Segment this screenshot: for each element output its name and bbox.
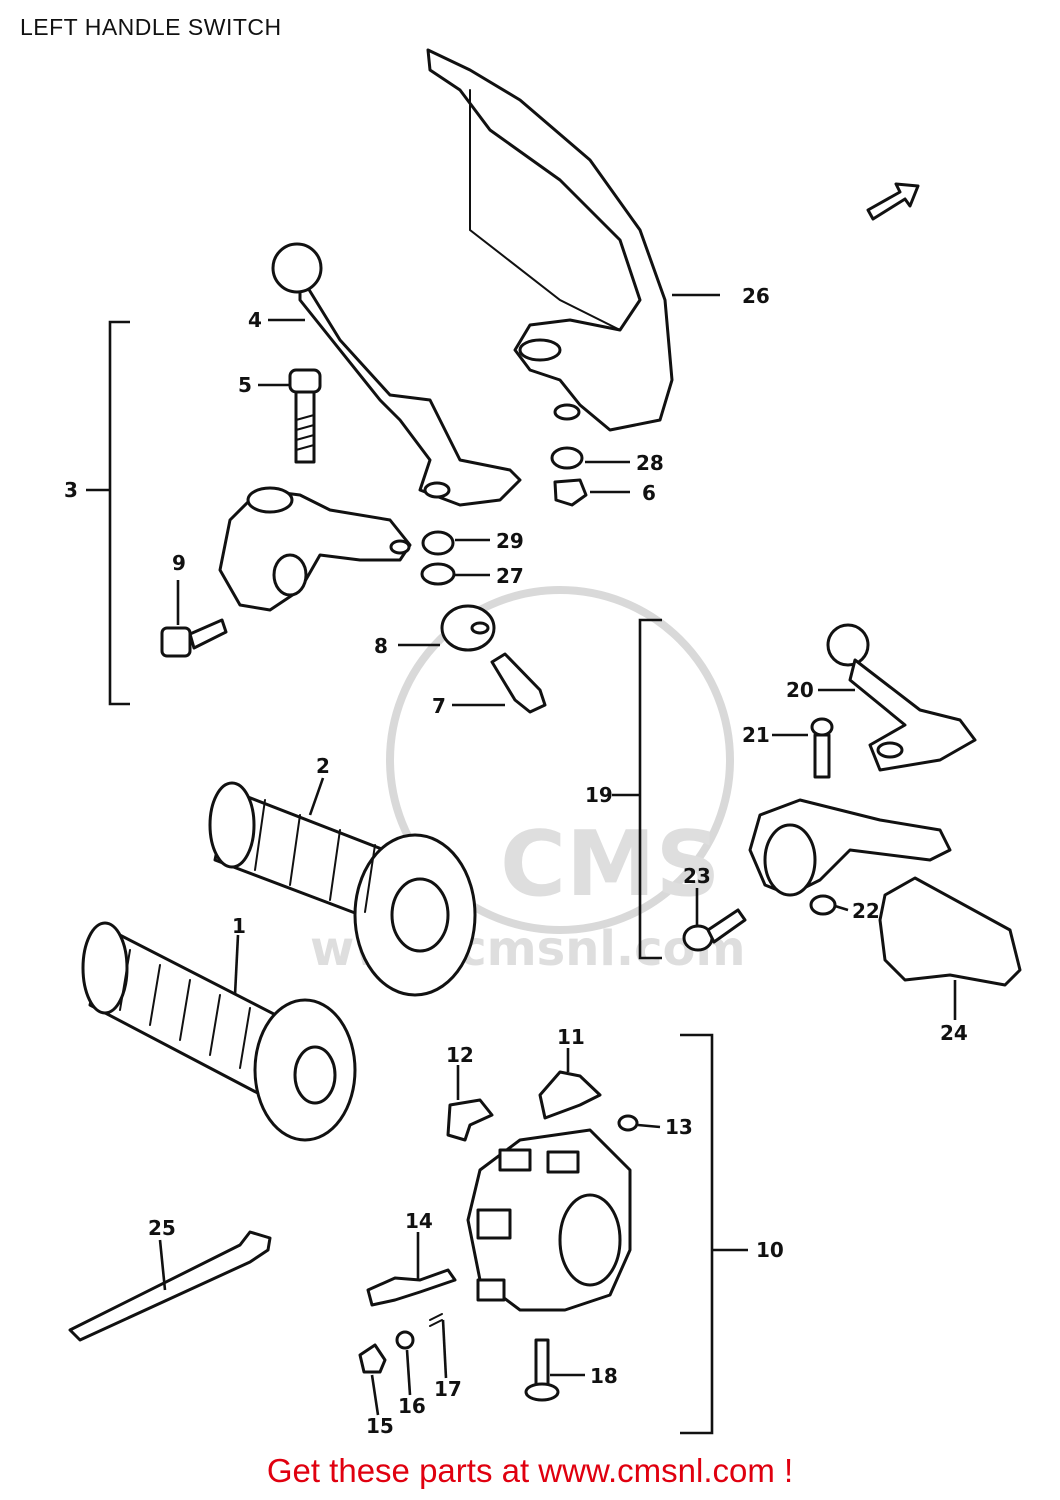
pin-part-21 <box>810 717 834 779</box>
switch-housing-part-10 <box>466 1128 632 1312</box>
callout-5: 5 <box>238 373 252 397</box>
callout-21: 21 <box>742 723 770 747</box>
callout-23: 23 <box>683 864 711 888</box>
direction-arrow-icon <box>866 182 920 221</box>
callout-6: 6 <box>642 481 656 505</box>
cable-band-part-25 <box>68 1230 272 1342</box>
grip-part-2 <box>208 781 477 997</box>
callout-26: 26 <box>742 284 770 308</box>
cover-part-24 <box>878 876 1022 987</box>
callout-18: 18 <box>590 1364 618 1388</box>
callout-16: 16 <box>398 1394 426 1418</box>
switch-knob-part-11 <box>538 1070 602 1120</box>
washer-part-27 <box>420 562 456 586</box>
plunger-part-15 <box>358 1343 387 1374</box>
spacer-part-8 <box>440 604 496 652</box>
callout-14: 14 <box>405 1209 433 1233</box>
grip-part-1 <box>81 921 357 1142</box>
callout-13: 13 <box>665 1115 693 1139</box>
callout-29: 29 <box>496 529 524 553</box>
bolt-part-5 <box>288 368 322 464</box>
screw-part-18 <box>524 1338 560 1402</box>
callout-1: 1 <box>232 914 246 938</box>
choke-holder-body <box>748 798 952 897</box>
nut-part-29 <box>421 530 455 556</box>
callout-24: 24 <box>940 1021 968 1045</box>
spring-part-14 <box>366 1268 457 1307</box>
parts-footer-link[interactable]: Get these parts at www.cmsnl.com ! <box>266 1452 794 1489</box>
callout-9: 9 <box>172 551 186 575</box>
callout-28: 28 <box>636 451 664 475</box>
page-title: LEFT HANDLE SWITCH <box>20 14 282 40</box>
bracket-group-19 <box>638 618 662 960</box>
spring-part-17 <box>429 1313 443 1327</box>
callout-8: 8 <box>374 634 388 658</box>
bracket-group-10 <box>680 1033 714 1435</box>
callout-15: 15 <box>366 1414 394 1438</box>
screw-part-13 <box>617 1114 639 1132</box>
callout-17: 17 <box>434 1377 462 1401</box>
nut-part-6 <box>553 478 588 507</box>
washer-part-22 <box>809 894 837 916</box>
callout-7: 7 <box>432 694 446 718</box>
callout-27: 27 <box>496 564 524 588</box>
screw-part-23 <box>682 908 747 952</box>
washer-part-28 <box>550 446 584 470</box>
switch-knob-part-12 <box>446 1098 494 1142</box>
callout-25: 25 <box>148 1216 176 1240</box>
callout-10: 10 <box>756 1238 784 1262</box>
lever-holder-part-3 <box>218 486 412 612</box>
clutch-lever-part-4 <box>271 242 522 507</box>
bracket-group-3 <box>108 320 130 706</box>
watermark-brand: CMS <box>500 812 720 917</box>
callout-20: 20 <box>786 678 814 702</box>
choke-lever-part-20 <box>826 623 977 772</box>
hand-guard-part-26 <box>426 48 674 432</box>
callout-19: 19 <box>585 783 613 807</box>
callout-4: 4 <box>248 308 262 332</box>
callout-12: 12 <box>446 1043 474 1067</box>
callout-11: 11 <box>557 1025 585 1049</box>
bolt-part-7 <box>490 652 547 714</box>
callout-labels: 1 2 3 4 5 6 7 8 9 10 11 12 13 14 15 16 1… <box>64 284 968 1438</box>
leader-lines <box>86 293 957 1416</box>
callout-3: 3 <box>64 478 78 502</box>
watermark-logo: CMS www.cmsnl.com <box>310 586 746 977</box>
callout-2: 2 <box>316 754 330 778</box>
callout-22: 22 <box>852 899 880 923</box>
screw-part-9 <box>160 618 228 658</box>
ball-part-16 <box>395 1330 415 1350</box>
